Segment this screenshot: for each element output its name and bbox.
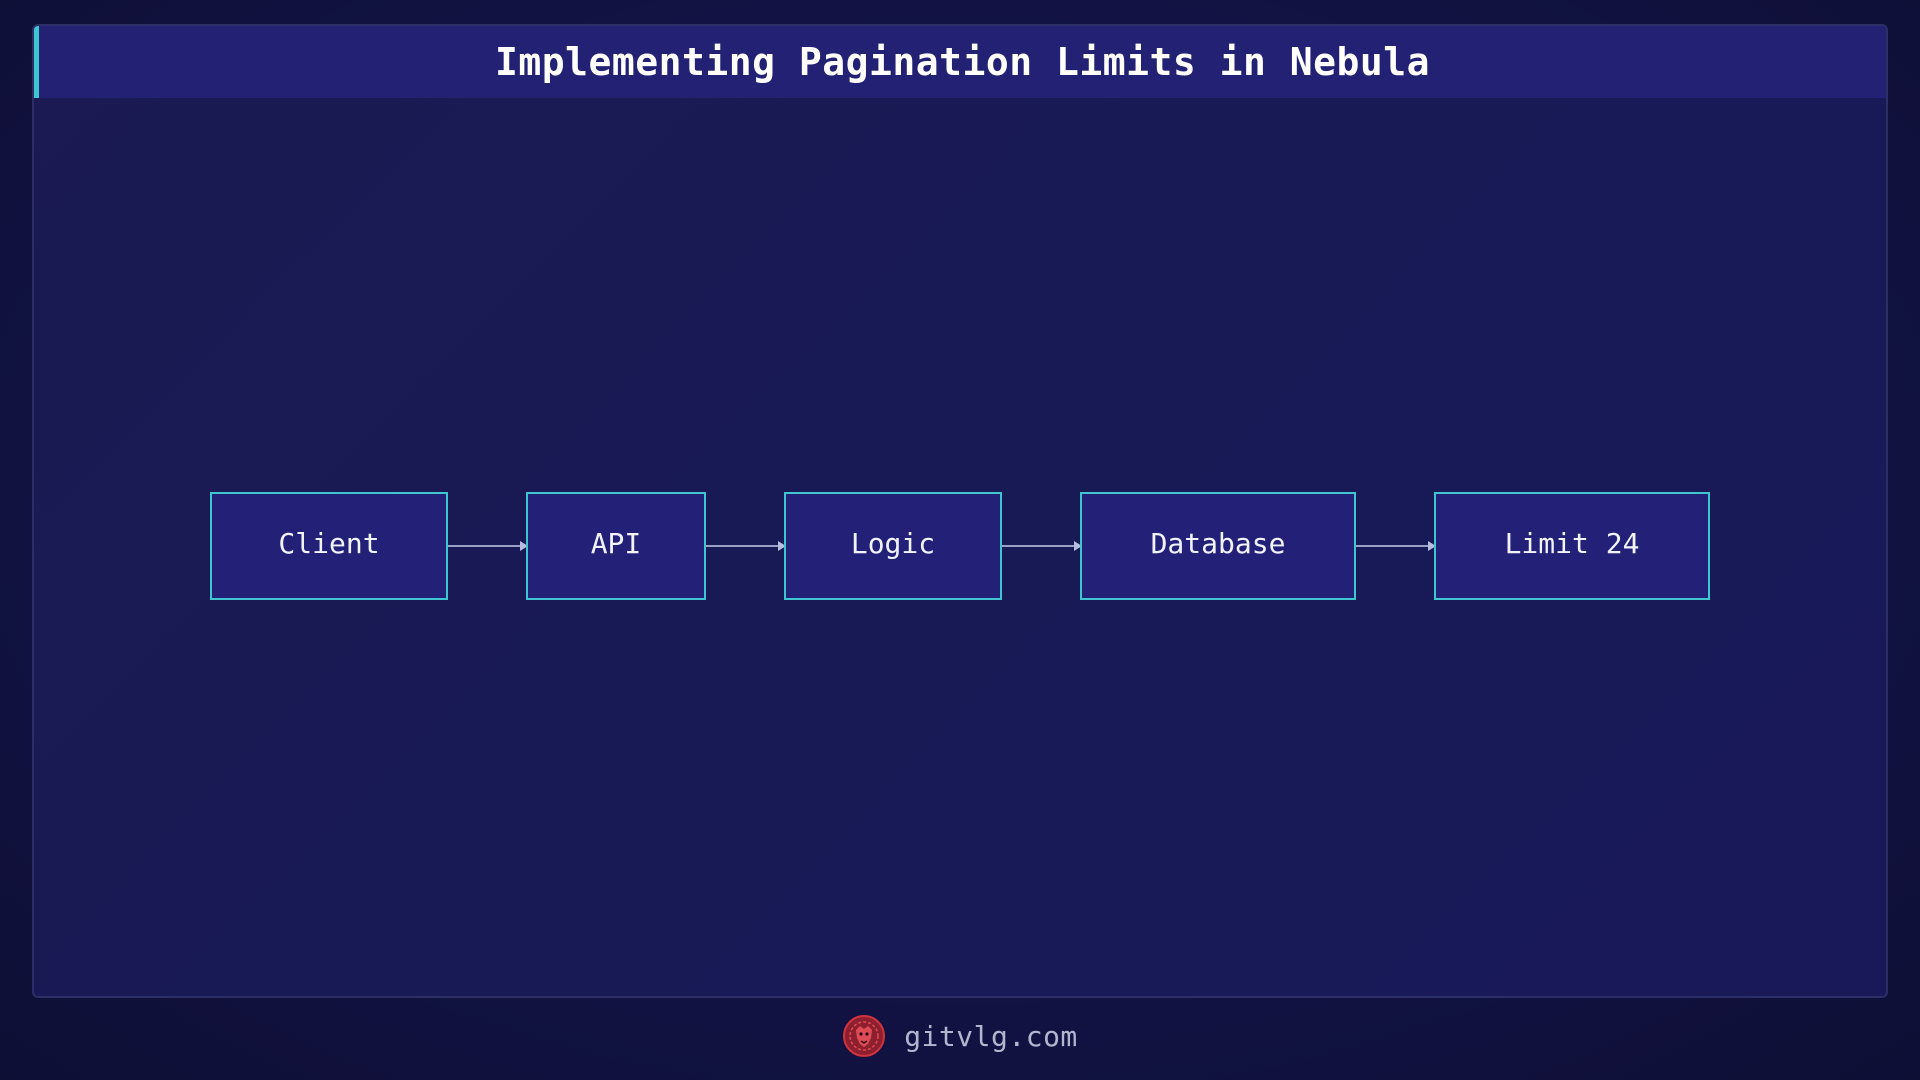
node-logic: Logic <box>784 492 1002 600</box>
node-label: Limit 24 <box>1504 526 1640 560</box>
node-database: Database <box>1080 492 1356 600</box>
site-url: gitvlg.com <box>904 1019 1078 1053</box>
edge-logic-database <box>1002 541 1082 551</box>
node-label: Database <box>1150 526 1286 560</box>
node-label: Client <box>278 526 380 560</box>
edge-database-limit <box>1356 541 1436 551</box>
edge-api-logic <box>706 541 786 551</box>
lion-head-icon <box>843 1015 886 1057</box>
title-bar: Implementing Pagination Limits in Nebula <box>34 26 1886 98</box>
node-label: Logic <box>850 526 936 560</box>
node-label: API <box>590 526 642 560</box>
page-title: Implementing Pagination Limits in Nebula <box>494 40 1431 84</box>
node-client: Client <box>210 492 448 600</box>
node-api: API <box>526 492 706 600</box>
footer: gitvlg.com <box>0 1010 1920 1062</box>
node-limit: Limit 24 <box>1434 492 1710 600</box>
edge-client-api <box>448 541 528 551</box>
